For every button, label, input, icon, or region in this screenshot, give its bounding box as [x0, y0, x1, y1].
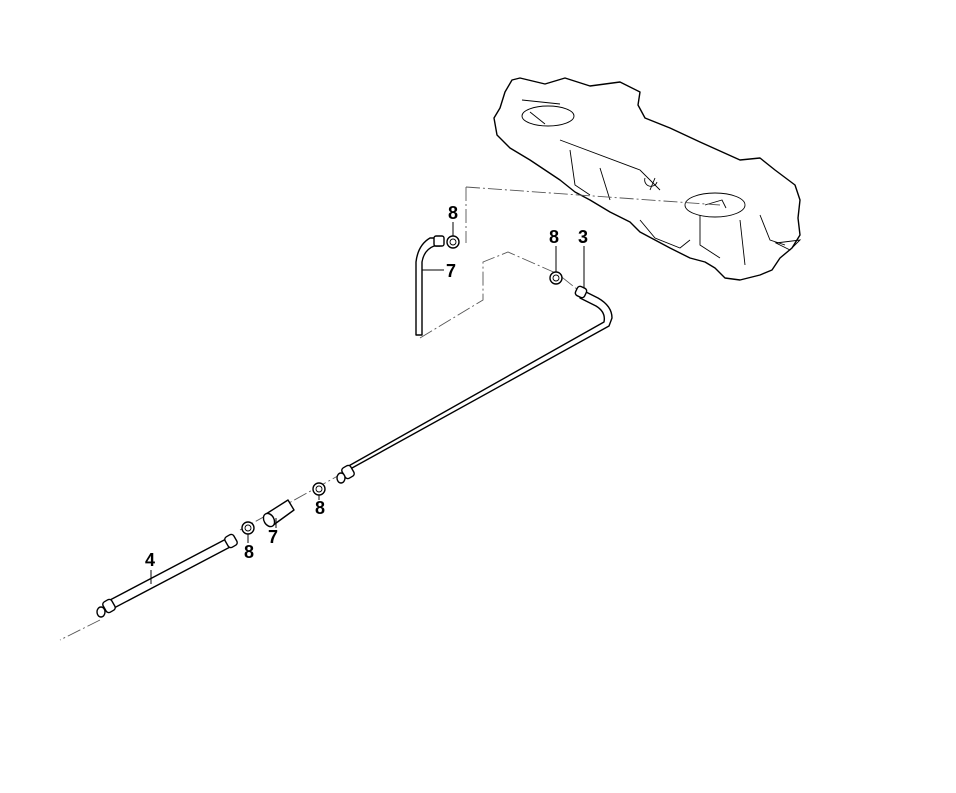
callout-4: 4	[145, 550, 156, 570]
clamp-8-lower-right	[312, 482, 326, 496]
clamp-8-lower-left	[241, 521, 255, 535]
callout-8-lower-right: 8	[315, 498, 326, 518]
clamp-8-mid	[549, 271, 563, 285]
callout-7-lower: 7	[268, 527, 279, 547]
leader-end	[59, 619, 101, 641]
hose-7-lower	[262, 499, 295, 528]
pipe-4	[96, 533, 238, 618]
hose-7-top	[415, 235, 445, 336]
pipe-3	[336, 285, 613, 484]
callout-8-top: 8	[448, 203, 459, 223]
callout-3: 3	[578, 227, 589, 247]
leader-tank-upper	[465, 186, 721, 206]
callout-7-top: 7	[446, 261, 457, 281]
clamp-8-top	[446, 235, 460, 249]
leader-lower-axis	[239, 471, 346, 531]
leader-hose-to-pipe	[419, 251, 579, 339]
callout-8-lower-left: 8	[244, 542, 255, 562]
fuel-tank	[493, 77, 802, 281]
callout-8-mid: 8	[549, 227, 560, 247]
